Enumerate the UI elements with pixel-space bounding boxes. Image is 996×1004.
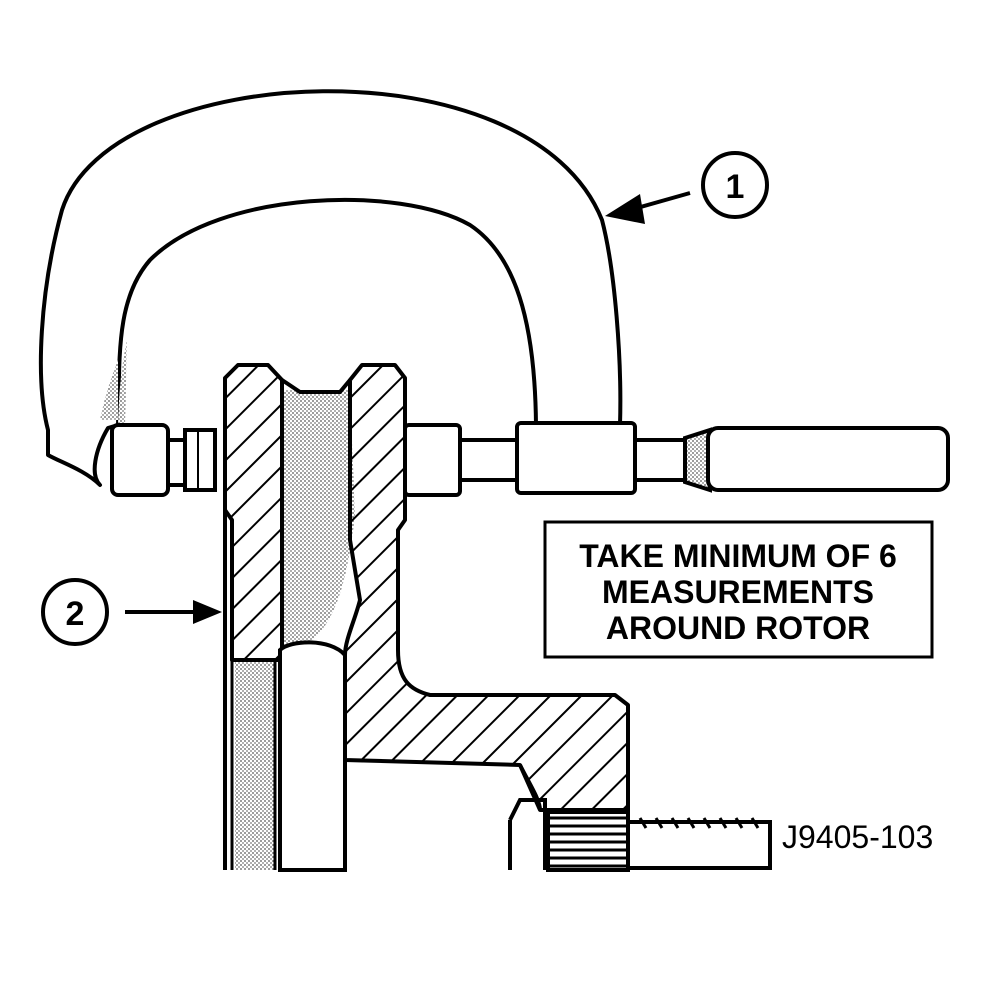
- callout-2: 2: [41, 578, 222, 646]
- callout-1-label: 1: [726, 168, 745, 206]
- anvil: [110, 423, 217, 497]
- note-box: [543, 520, 934, 659]
- micrometer-spindle: [403, 421, 950, 497]
- note-line-1: TAKE MINIMUM OF 6: [579, 538, 897, 574]
- note-line-2: MEASUREMENTS: [602, 574, 874, 610]
- measurement-note: TAKE MINIMUM OF 6 MEASUREMENTS AROUND RO…: [543, 520, 934, 659]
- callout-1-circle: [701, 151, 769, 219]
- wheel-stud: [508, 764, 772, 872]
- note-line-3: AROUND ROTOR: [606, 610, 870, 646]
- callout-2-label: 2: [66, 595, 85, 633]
- callout-2-circle: [41, 578, 109, 646]
- figure-id: J9405-103: [782, 819, 933, 855]
- rotor-section: [223, 363, 630, 872]
- callout-1: 1: [605, 151, 769, 224]
